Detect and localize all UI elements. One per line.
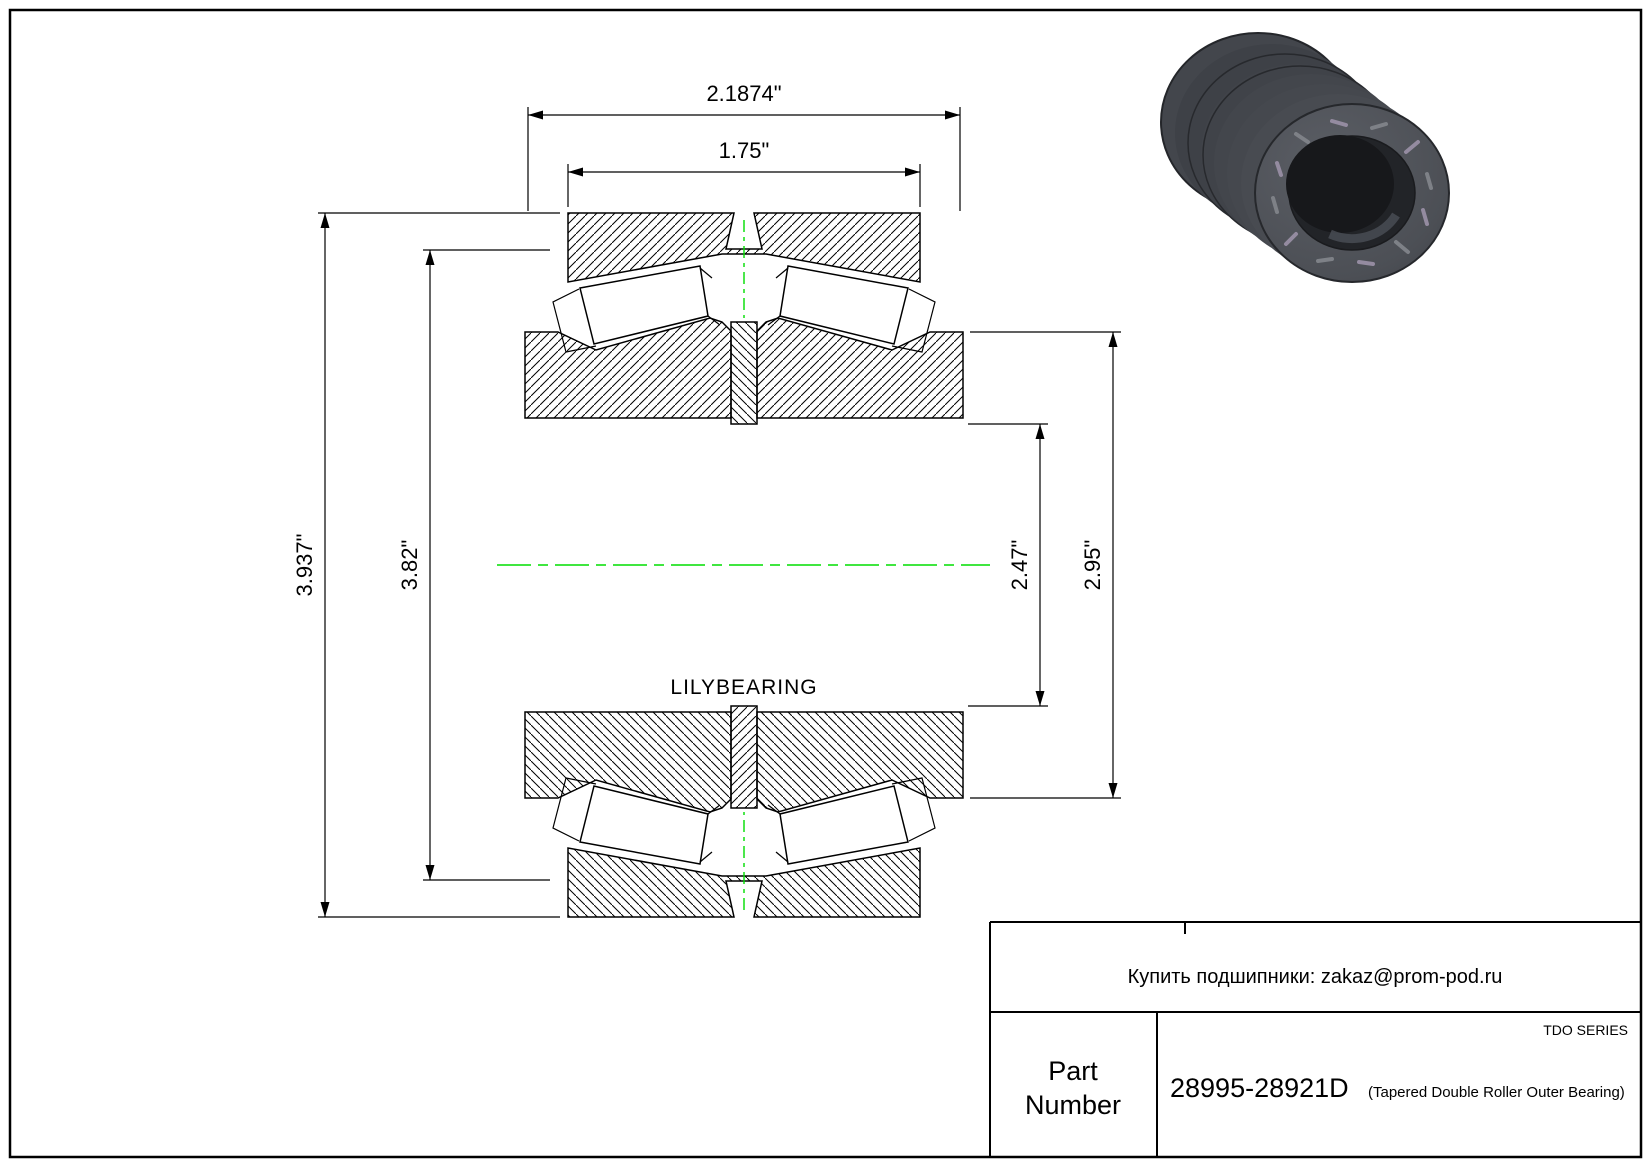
extension-lines: [567, 164, 921, 207]
arrowhead: [1108, 332, 1118, 347]
arrowhead: [568, 167, 583, 177]
arrowhead: [1035, 424, 1045, 439]
arrowhead: [528, 110, 543, 120]
title-block: Купить подшипники: zakaz@prom-pod.ru TDO…: [989, 921, 1641, 1157]
dimension-label: 2.47": [1007, 540, 1032, 591]
dimension-annotations: 2.1874" 1.75" 3.937" 3.82": [292, 81, 1121, 918]
dimension-outer-diameter: 3.937": [292, 212, 560, 918]
dimension-overall-width: 2.1874": [527, 81, 961, 211]
part-label-line2: Number: [1025, 1090, 1121, 1120]
bearing-section-lower-half: [524, 705, 964, 918]
dimension-label: 3.82": [397, 540, 422, 591]
dimension-label: 2.1874": [706, 81, 781, 106]
bearing-3d-bore-highlight: [1328, 212, 1400, 244]
part-number-text: 28995-28921D: [1170, 1073, 1349, 1103]
arrowhead: [320, 213, 330, 228]
dimension-cup-width: 1.75": [567, 138, 921, 207]
cup-outer-ring-section: [567, 212, 921, 283]
dimension-rib-diameter: 2.95": [970, 331, 1121, 799]
cone-left-section: [524, 317, 732, 419]
arrowhead: [425, 865, 435, 880]
watermark-text: LILYBEARING: [670, 676, 817, 699]
arrowhead: [1108, 783, 1118, 798]
bearing-3d-bore-depth: [1286, 135, 1394, 233]
bearing-section-upper-half: [524, 212, 964, 425]
extension-lines: [423, 249, 550, 881]
arrowhead: [905, 167, 920, 177]
cone-spacer-section: [730, 321, 758, 425]
extension-lines: [318, 212, 560, 918]
extension-lines: [970, 331, 1121, 799]
dimension-label: 1.75": [719, 138, 770, 163]
sheet-border-frame: [8, 8, 1643, 1159]
dimension-label: 2.95": [1080, 540, 1105, 591]
extension-lines: [527, 107, 961, 211]
extension-lines: [968, 423, 1048, 707]
cone-right-section: [756, 317, 964, 419]
title-block-borders: [989, 921, 1641, 1157]
part-label-line1: Part: [1048, 1056, 1098, 1086]
contact-text: Купить подшипники: zakaz@prom-pod.ru: [1128, 966, 1503, 988]
dimension-label: 3.937": [292, 534, 317, 597]
bearing-3d-roller-flecks: [1271, 119, 1433, 266]
dimension-spacer-diameter: 2.47": [968, 423, 1048, 707]
series-label: TDO SERIES: [1543, 1022, 1628, 1038]
arrowhead: [1035, 691, 1045, 706]
bearing-cross-section: LILYBEARING: [497, 212, 990, 918]
bearing-3d-image: [1160, 32, 1450, 283]
part-description-text: (Tapered Double Roller Outer Bearing): [1368, 1084, 1625, 1101]
arrowhead: [945, 110, 960, 120]
arrowhead: [320, 902, 330, 917]
dimension-cage-diameter: 3.82": [397, 249, 550, 881]
arrowhead: [425, 250, 435, 265]
